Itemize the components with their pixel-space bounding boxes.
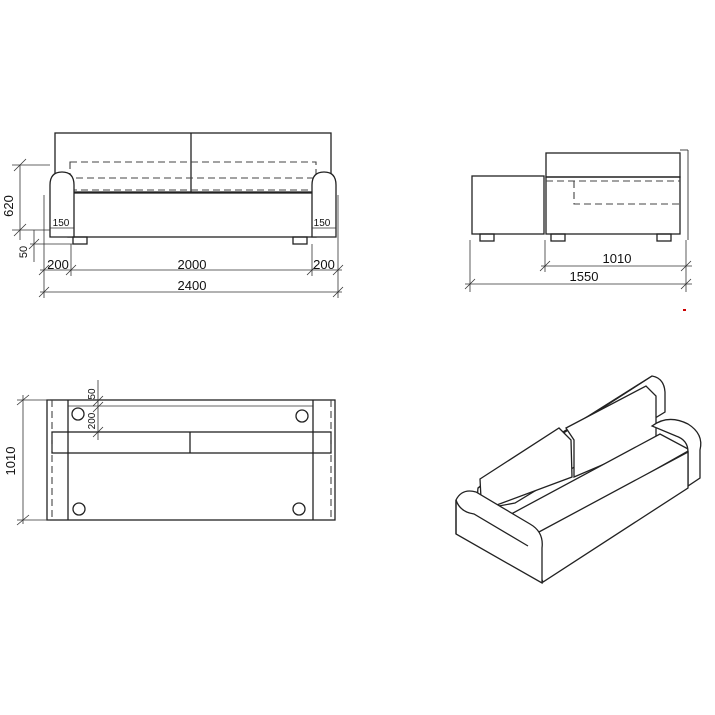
- side-arm: [471, 175, 545, 235]
- top-leg-back-left: [71, 407, 85, 421]
- front-total-width-label: 2400: [178, 278, 207, 293]
- front-arm-left-label: 200: [47, 257, 69, 272]
- top-back-depth-label: 200: [87, 412, 98, 429]
- front-right-arm: [311, 171, 337, 238]
- top-view: 1010 50 200: [3, 380, 336, 526]
- side-seat: [545, 176, 681, 235]
- top-depth-label: 1010: [3, 447, 18, 476]
- front-leg-left: [72, 236, 88, 245]
- front-seat-width-label: 2000: [178, 257, 207, 272]
- iso-left-arm: [455, 490, 543, 585]
- side-backrest: [545, 152, 681, 178]
- red-mark: [683, 309, 686, 311]
- front-seat-base: [67, 191, 317, 238]
- front-arm-right-label: 200: [313, 257, 335, 272]
- side-view: 1010 1550: [464, 149, 692, 311]
- side-seat-depth-label: 1010: [603, 251, 632, 266]
- side-leg-mid: [550, 233, 566, 242]
- top-outline: [46, 399, 336, 521]
- top-leg-front-right: [292, 502, 306, 516]
- top-back-strip: [51, 431, 332, 454]
- isometric-view: [455, 375, 702, 585]
- side-leg-front: [479, 233, 495, 242]
- front-arm-inner-left-label: 150: [53, 218, 70, 229]
- side-total-depth-label: 1550: [570, 269, 599, 284]
- front-arm-inner-right-label: 150: [314, 218, 331, 229]
- side-leg-back: [656, 233, 672, 242]
- top-back-offset-label: 50: [87, 388, 98, 400]
- front-leg-height-label: 50: [18, 246, 30, 258]
- top-leg-front-left: [72, 502, 86, 516]
- front-leg-right: [292, 236, 308, 245]
- front-backrest: [54, 132, 332, 194]
- front-height-label: 620: [1, 195, 16, 217]
- front-left-arm: [49, 171, 75, 238]
- front-view: 620 50 150 150 200 2000 200 2400: [1, 132, 344, 298]
- top-leg-back-right: [295, 409, 309, 423]
